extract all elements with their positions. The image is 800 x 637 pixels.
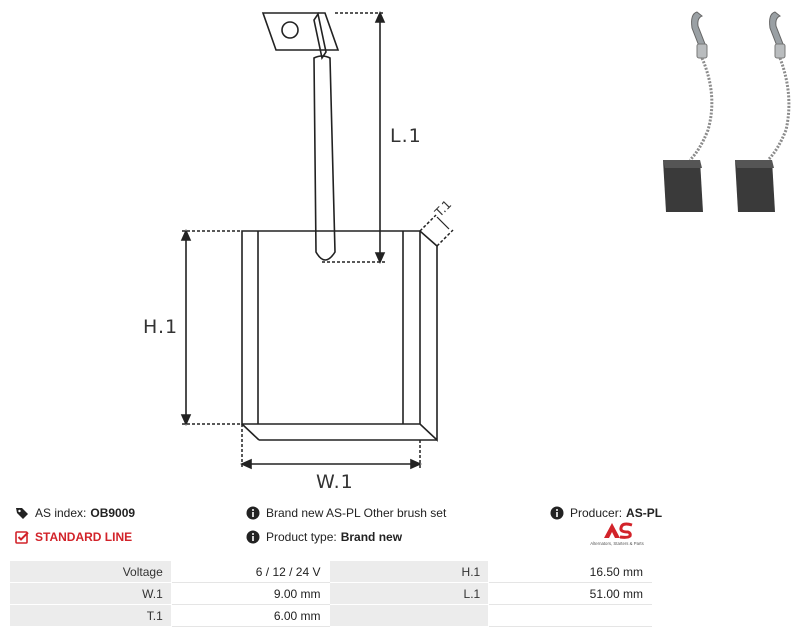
info-icon — [246, 506, 260, 520]
spec-label: Voltage — [9, 560, 172, 583]
dimension-arrows — [180, 11, 450, 470]
w1-label: W.1 — [316, 471, 354, 493]
spec-value: 6.00 mm — [170, 604, 330, 627]
checkbox-checked-icon — [15, 531, 29, 544]
spec-value — [488, 604, 652, 627]
producer-value: AS-PL — [626, 506, 663, 520]
spec-label: H.1 — [328, 560, 490, 583]
product-type-value: Brand new — [340, 530, 403, 544]
standard-line-text: STANDARD LINE — [35, 530, 133, 544]
l1-label: L.1 — [390, 125, 422, 147]
logo-tagline: Alternators, Starters & Parts — [590, 541, 644, 546]
terminal-lug — [261, 11, 340, 61]
product-type: Product type: Brand new — [246, 530, 402, 544]
extension-lines — [182, 12, 454, 468]
spec-label: W.1 — [9, 582, 172, 605]
spec-value: 51.00 mm — [488, 582, 652, 605]
shunt-wire — [313, 55, 336, 261]
h1-label: H.1 — [143, 316, 178, 338]
spec-value: 6 / 12 / 24 V — [170, 560, 330, 583]
description: Brand new AS-PL Other brush set — [246, 506, 446, 520]
table-row: T.1 6.00 mm — [9, 604, 652, 627]
spec-value: 9.00 mm — [170, 582, 330, 605]
description-text: Brand new AS-PL Other brush set — [266, 506, 447, 520]
brush-photo-left — [663, 11, 714, 212]
spec-label: L.1 — [328, 582, 490, 605]
producer-label: Producer: — [570, 506, 623, 520]
as-pl-logo: Alternators, Starters & Parts — [584, 522, 650, 552]
product-type-label: Product type: — [266, 530, 337, 544]
tag-icon — [16, 508, 28, 519]
spec-value: 16.50 mm — [488, 560, 652, 583]
as-index-value: OB9009 — [90, 506, 136, 520]
as-index: AS index: OB9009 — [15, 506, 135, 520]
spec-label — [328, 604, 490, 627]
info-icon — [550, 506, 564, 520]
spec-label: T.1 — [9, 604, 172, 627]
table-row: Voltage 6 / 12 / 24 V H.1 16.50 mm — [9, 560, 652, 583]
info-icon — [246, 530, 260, 544]
brush-photo-right — [735, 11, 791, 212]
spec-table: Voltage 6 / 12 / 24 V H.1 16.50 mm W.1 9… — [9, 560, 652, 627]
producer: Producer: AS-PL — [550, 506, 662, 520]
as-index-label: AS index: — [35, 506, 87, 520]
product-photo — [663, 11, 791, 212]
as-logo-mark — [604, 522, 633, 539]
standard-line-badge: STANDARD LINE — [15, 530, 132, 544]
dimension-diagram: L.1 H.1 W.1 T.1 — [143, 11, 791, 493]
table-row: W.1 9.00 mm L.1 51.00 mm — [9, 582, 652, 605]
